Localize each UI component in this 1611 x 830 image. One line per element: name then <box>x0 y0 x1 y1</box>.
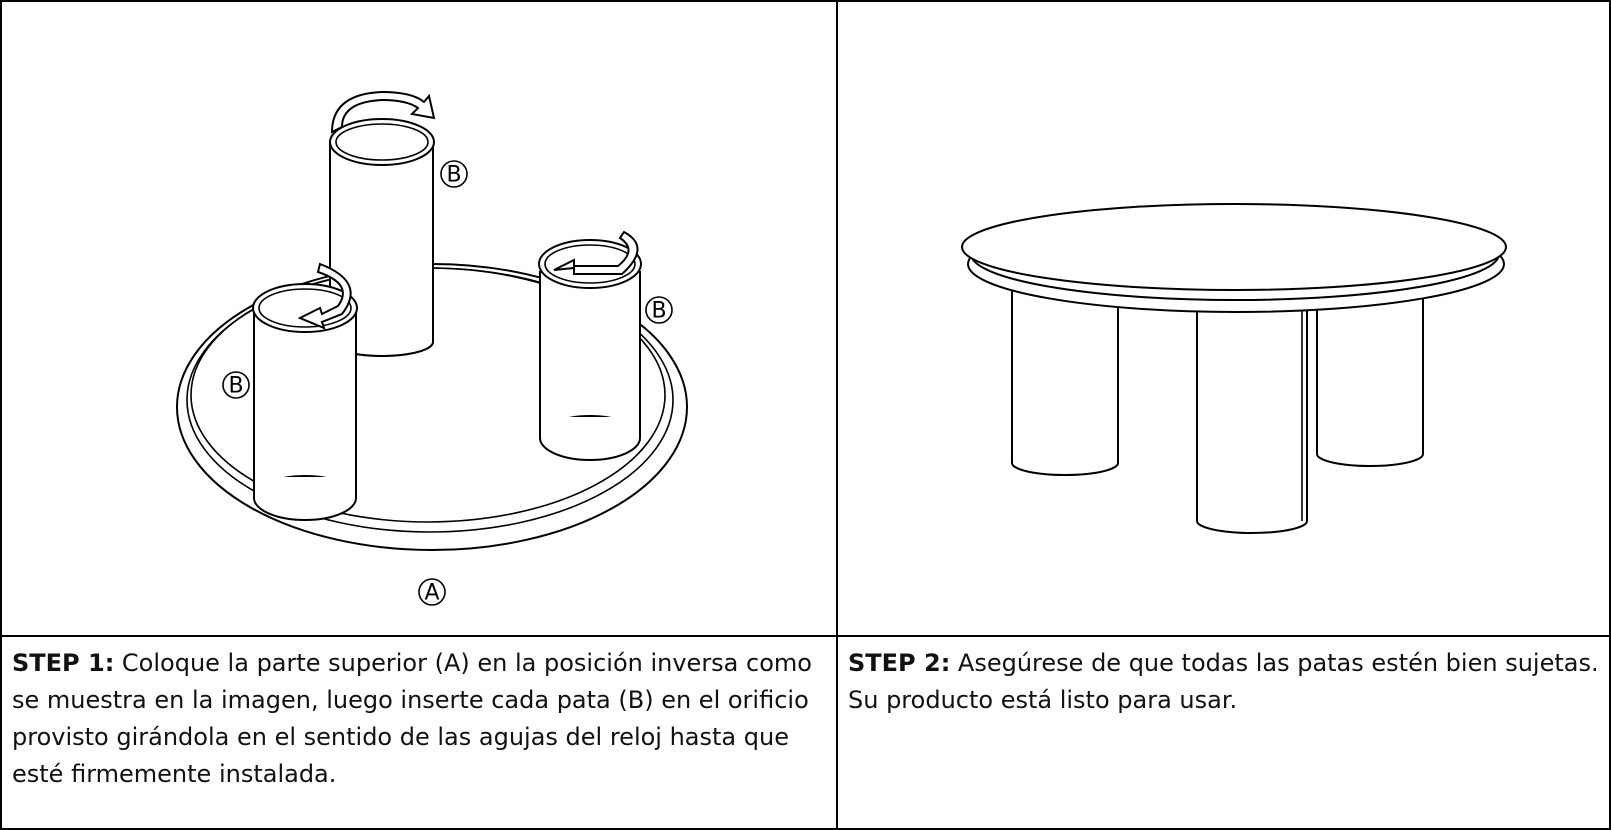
rotate-arrow-front-icon <box>297 262 352 330</box>
svg-text:B: B <box>228 374 243 399</box>
leg-right <box>1316 286 1424 467</box>
step-2-label: STEP 2: <box>848 649 951 677</box>
leg-left <box>1011 281 1119 476</box>
step-1-paragraph: STEP 1: Coloque la parte superior (A) en… <box>2 637 836 793</box>
table-top <box>961 203 1507 291</box>
callout-b-right: B <box>645 296 673 324</box>
step-2-illustration <box>961 203 1507 534</box>
callout-b-front: B <box>222 371 250 399</box>
step-2-paragraph: STEP 2: Asegúrese de que todas las patas… <box>838 637 1609 719</box>
step-1-illustration-cell: B B B A <box>0 0 838 637</box>
svg-text:A: A <box>424 581 439 606</box>
step-2-illustration-cell <box>836 0 1611 637</box>
step-2-text-cell: STEP 2: Asegúrese de que todas las patas… <box>836 635 1611 830</box>
rotate-arrow-right-icon <box>553 230 639 275</box>
leg-front <box>1196 301 1308 534</box>
assembled-table <box>961 203 1507 534</box>
step-1-label: STEP 1: <box>12 649 115 677</box>
callout-b-back: B <box>440 160 468 188</box>
step-1-description: Coloque la parte superior (A) en la posi… <box>12 649 812 788</box>
step-1-text-cell: STEP 1: Coloque la parte superior (A) en… <box>0 635 838 830</box>
callout-a-top: A <box>418 578 446 606</box>
step-1-illustration: B B B A <box>176 90 688 606</box>
step-2-description: Asegúrese de que todas las patas estén b… <box>848 649 1599 714</box>
rotate-arrow-back-icon <box>330 90 436 134</box>
svg-text:B: B <box>651 299 666 324</box>
leg-front-left <box>252 283 358 521</box>
svg-text:B: B <box>446 163 461 188</box>
